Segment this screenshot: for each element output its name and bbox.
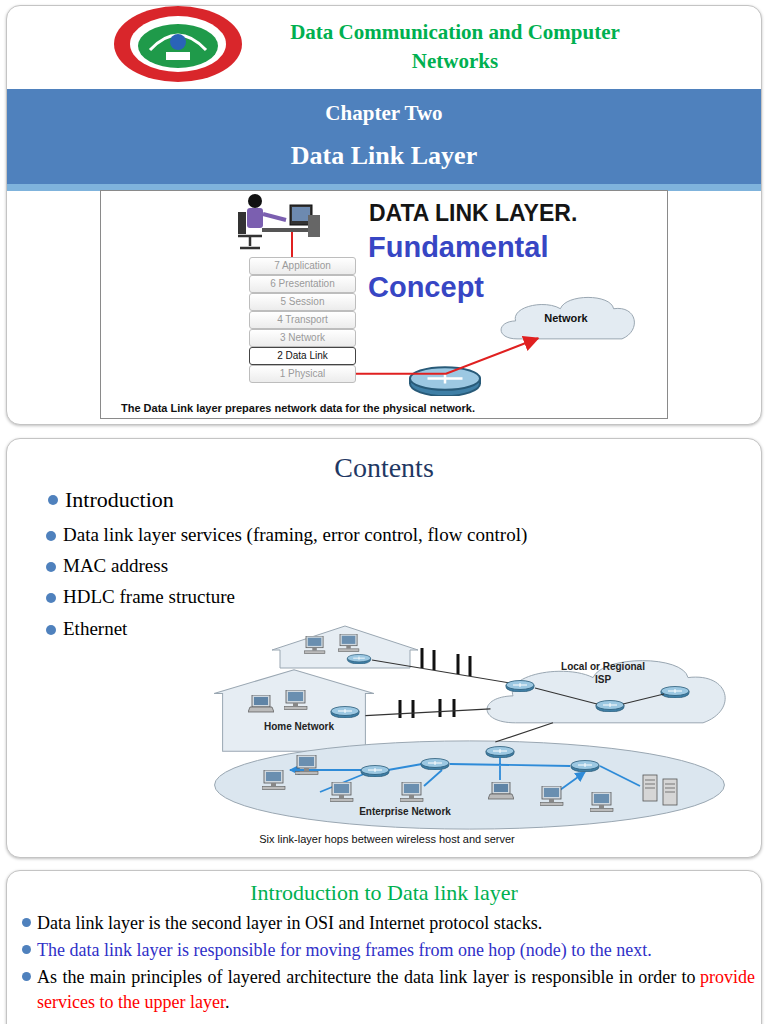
connector: [365, 709, 490, 716]
chapter-number: Chapter Two: [7, 99, 761, 127]
node-text: 5 Session: [281, 296, 325, 307]
osi-layer-box: 2 Data Link: [249, 347, 356, 365]
router-symbol: [410, 367, 480, 396]
osi-layer-box: 1 Physical: [249, 365, 356, 383]
connector: [356, 338, 538, 374]
osi-layer-box: 3 Network: [249, 329, 356, 347]
node-text: 4 Transport: [277, 314, 328, 325]
banner-heading: DATA LINK LAYER.: [369, 199, 664, 227]
node-text: 7 Application: [274, 260, 331, 271]
bullet-item: HDLC frame structure: [63, 585, 663, 609]
osi-layer-box: 6 Presentation: [249, 275, 356, 293]
bullet-text: .: [225, 992, 230, 1012]
bullet-item: Data link layer services (framing, error…: [63, 523, 713, 547]
region-label: Local or Regional ISP: [558, 660, 648, 686]
bullet-text: As the main principles of layered archit…: [37, 967, 696, 987]
banner-subheading: Fundamental Concept: [368, 227, 628, 307]
node-text: 6 Presentation: [270, 278, 335, 289]
bullet-item: Introduction: [65, 487, 665, 513]
figure-caption: The Data Link layer prepares network dat…: [121, 402, 651, 415]
enterprise-devices: [262, 747, 677, 812]
slide-heading: Introduction to Data link layer: [7, 879, 761, 907]
bullet-item: Data link layer is the second layer in O…: [37, 911, 755, 936]
slide-panel: Introduction to Data link layerData link…: [6, 870, 762, 1024]
title-band: Chapter TwoData Link Layer: [7, 89, 761, 191]
data-path-line: [291, 232, 293, 376]
title-illustration: DATA LINK LAYER.Fundamental ConceptThe D…: [100, 190, 668, 419]
region-label: Enterprise Network: [350, 805, 460, 818]
chapter-title: Data Link Layer: [7, 139, 761, 173]
course-title: Data Communication and Computer Networks: [245, 18, 665, 76]
bullet-item: The data link layer is responsible for m…: [37, 938, 755, 963]
region-label: Home Network: [249, 720, 349, 733]
upper-house: [272, 626, 516, 684]
osi-layer-box: 5 Session: [249, 293, 356, 311]
node-text: 2 Data Link: [277, 350, 328, 361]
university-logo: [114, 6, 242, 82]
figure-caption: Six link-layer hops between wireless hos…: [157, 832, 617, 846]
user-at-computer: [238, 194, 320, 248]
isp-routers: [506, 681, 689, 713]
bullet-item: Ethernet: [63, 617, 663, 641]
bullet-item: MAC address: [63, 554, 663, 578]
connector: [495, 723, 553, 742]
slide-panel: Data Communication and Computer Networks…: [6, 5, 762, 425]
osi-layer-box: 4 Transport: [249, 311, 356, 329]
osi-layer-box: 7 Application: [249, 257, 356, 275]
slide-heading: Contents: [7, 451, 761, 485]
home-devices: [248, 690, 454, 718]
node-text: 3 Network: [280, 332, 325, 343]
bullet-item: As the main principles of layered archit…: [37, 965, 755, 1015]
node-text: 1 Physical: [280, 368, 326, 379]
cloud-label: Network: [496, 311, 636, 325]
network-cloud: Network: [496, 289, 636, 347]
